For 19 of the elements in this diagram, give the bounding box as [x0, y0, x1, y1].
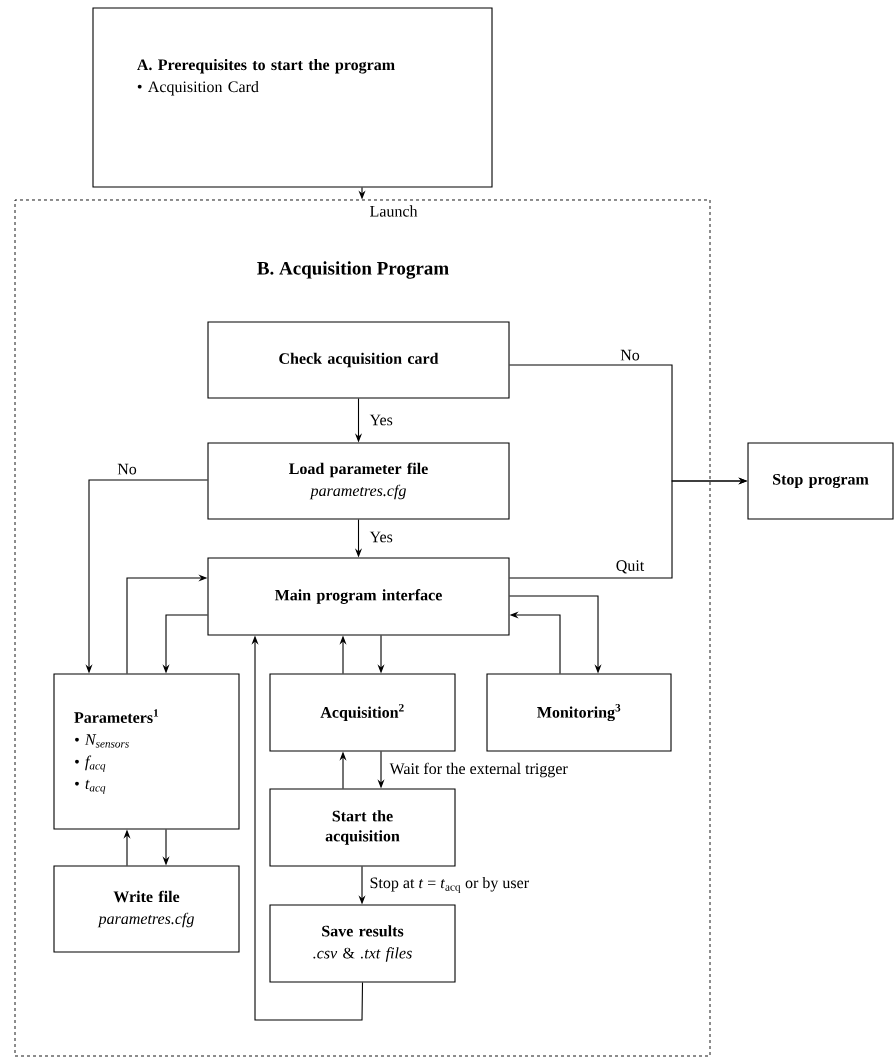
process-box: Acquisition$^{2}$ [269, 673, 456, 752]
process-box: Parameters$^{1}$ • N$_{sensors}$ • f$_{acq}$ • t$_{acq}$ [53, 673, 240, 830]
edge-label: Quit [616, 560, 645, 574]
process-box: Main program interface [207, 557, 510, 636]
process-box: Monitoring$^{3}$ [486, 673, 672, 752]
process-box: Save results .csv & .txt files [269, 904, 456, 983]
process-box: Start the acquisition [269, 788, 456, 867]
process-box: Load parameter file parametres.cfg [207, 442, 510, 520]
edge-label: Launch [370, 205, 418, 217]
edge-label: No [117, 463, 137, 475]
edge-label: Yes [369, 414, 393, 426]
process-box: Write file parametres.cfg [53, 865, 240, 953]
edge-label: Wait for the external trigger [389, 762, 568, 778]
edge-label: No [620, 349, 640, 361]
process-box: Check acquisition card [207, 321, 510, 399]
prerequisites-box: A. Prerequisites to start the program • Acquisition Card [92, 7, 493, 188]
edge-label: Yes [369, 531, 393, 543]
edge-label: Stop at t = t$_{acq}$ or by user [370, 876, 529, 894]
process-box: Stop program [747, 442, 894, 520]
